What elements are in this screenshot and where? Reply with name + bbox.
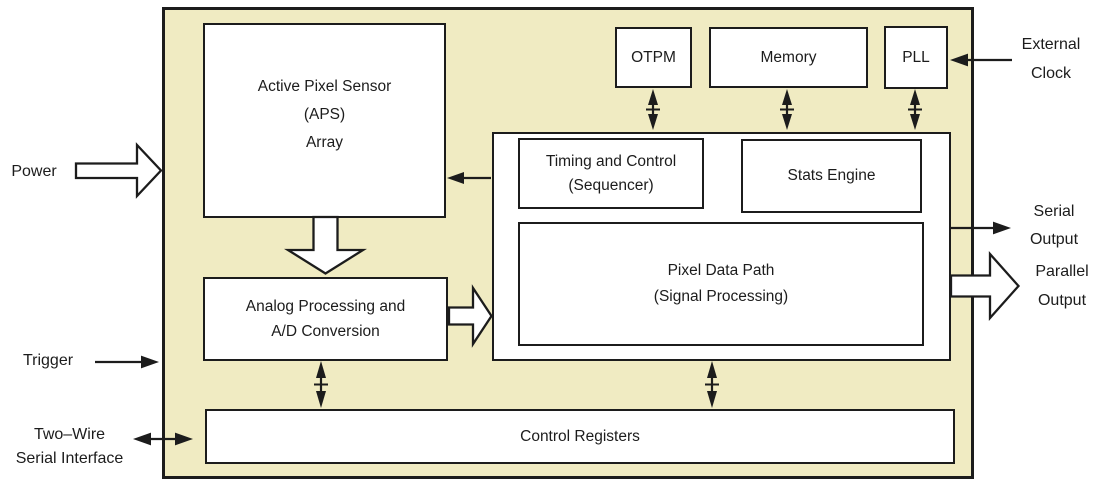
trigger-label: Trigger — [22, 352, 74, 369]
two-wire-serial-interface-label: Two–Wire Serial Interface — [15, 426, 124, 467]
block-label: OTPM — [631, 48, 676, 66]
block-memory: Memory — [709, 27, 868, 88]
block-pixel-data-path: Pixel Data Path (Signal Processing) — [518, 222, 924, 346]
block-control-registers: Control Registers — [205, 409, 955, 464]
block-aps-array: Active Pixel Sensor (APS) Array — [203, 23, 446, 218]
block-analog-processing: Analog Processing and A/D Conversion — [203, 277, 448, 361]
external-clock-label: External Clock — [1021, 36, 1081, 82]
block-pll: PLL — [884, 26, 948, 89]
block-otpm: OTPM — [615, 27, 692, 88]
block-label: Timing and Control — [545, 152, 677, 170]
block-label: Pixel Data Path — [667, 262, 775, 279]
serial-output-label: Serial Output — [1029, 203, 1079, 248]
block-label: Stats Engine — [787, 167, 876, 184]
block-label: Analog Processing and — [245, 298, 406, 315]
block-stats-engine: Stats Engine — [741, 139, 922, 213]
block-label: A/D Conversion — [271, 323, 380, 340]
block-label: (Signal Processing) — [653, 288, 789, 305]
parallel-output-label: Parallel Output — [1035, 263, 1089, 309]
block-label: Memory — [760, 48, 817, 66]
power-label: Power — [11, 163, 57, 180]
block-label: Array — [305, 133, 344, 151]
block-timing-control: Timing and Control (Sequencer) — [518, 138, 704, 209]
block-label: (Sequencer) — [568, 176, 654, 194]
block-label: PLL — [902, 48, 930, 66]
block-label: (APS) — [303, 105, 346, 123]
trigger-arrow — [95, 355, 159, 369]
block-label: Control Registers — [520, 427, 640, 445]
block-label: Active Pixel Sensor — [257, 77, 392, 95]
power-arrow — [74, 142, 163, 199]
